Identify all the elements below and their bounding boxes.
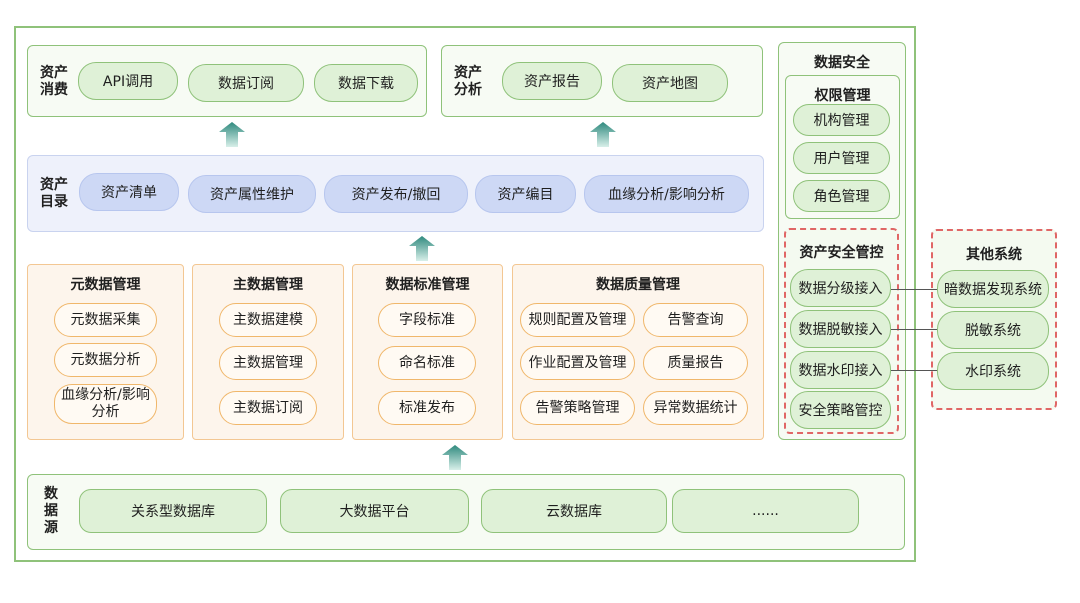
user-manage-pill[interactable]: 用户管理	[793, 142, 890, 174]
quality-report-pill[interactable]: 质量报告	[643, 346, 748, 380]
job-config-pill[interactable]: 作业配置及管理	[520, 346, 635, 380]
abnormal-stats-pill[interactable]: 异常数据统计	[643, 391, 748, 425]
asset-catalog-label: 资产 目录	[40, 177, 68, 210]
data-security-title: 数据安全	[814, 55, 870, 71]
cloud-db-pill[interactable]: 云数据库	[481, 489, 667, 533]
masterdata-title: 主数据管理	[233, 277, 303, 293]
connector-line	[891, 289, 937, 290]
up-arrow-icon	[442, 445, 468, 470]
more-sources-pill: ......	[672, 489, 859, 533]
watermark-system-pill[interactable]: 水印系统	[937, 352, 1049, 390]
connector-line	[891, 329, 937, 330]
watermark-access-pill[interactable]: 数据水印接入	[790, 351, 891, 389]
classify-access-pill[interactable]: 数据分级接入	[790, 269, 891, 307]
permission-title: 权限管理	[814, 88, 871, 104]
masterdata-modeling-pill[interactable]: 主数据建模	[219, 303, 317, 337]
field-standard-pill[interactable]: 字段标准	[378, 303, 476, 337]
masterdata-subscribe-pill[interactable]: 主数据订阅	[219, 391, 317, 425]
asset-consume-label: 资产 消费	[40, 65, 68, 98]
standard-title: 数据标准管理	[385, 277, 470, 293]
asset-catalogue-pill[interactable]: 资产编目	[475, 175, 576, 213]
lineage-impact-pill[interactable]: 血缘分析/影响分析	[584, 175, 749, 213]
data-source-label: 数 据 源	[44, 486, 58, 536]
asset-analyze-label: 资产 分析	[454, 65, 482, 98]
api-call-pill[interactable]: API调用	[78, 62, 178, 100]
alert-query-pill[interactable]: 告警查询	[643, 303, 748, 337]
naming-standard-pill[interactable]: 命名标准	[378, 346, 476, 380]
rule-config-pill[interactable]: 规则配置及管理	[520, 303, 635, 337]
asset-list-pill[interactable]: 资产清单	[79, 173, 179, 211]
dark-data-system-pill[interactable]: 暗数据发现系统	[937, 270, 1049, 308]
metadata-title: 元数据管理	[70, 277, 141, 293]
standard-publish-pill[interactable]: 标准发布	[378, 391, 476, 425]
desensitize-system-pill[interactable]: 脱敏系统	[937, 311, 1049, 349]
metadata-collect-pill[interactable]: 元数据采集	[54, 303, 157, 337]
asset-attribute-pill[interactable]: 资产属性维护	[188, 175, 316, 213]
bigdata-platform-pill[interactable]: 大数据平台	[280, 489, 469, 533]
masterdata-manage-pill[interactable]: 主数据管理	[219, 346, 317, 380]
metadata-analysis-pill[interactable]: 元数据分析	[54, 343, 157, 377]
data-download-pill[interactable]: 数据下载	[314, 64, 418, 102]
asset-report-pill[interactable]: 资产报告	[502, 62, 602, 100]
alert-policy-pill[interactable]: 告警策略管理	[520, 391, 635, 425]
asset-map-pill[interactable]: 资产地图	[612, 64, 728, 102]
data-subscribe-pill[interactable]: 数据订阅	[188, 64, 304, 102]
relational-db-pill[interactable]: 关系型数据库	[79, 489, 267, 533]
up-arrow-icon	[409, 236, 435, 261]
quality-title: 数据质量管理	[596, 277, 680, 293]
up-arrow-icon	[590, 122, 616, 147]
other-systems-title: 其他系统	[966, 247, 1022, 263]
security-policy-pill[interactable]: 安全策略管控	[790, 391, 891, 429]
asset-security-title: 资产安全管控	[799, 245, 884, 261]
role-manage-pill[interactable]: 角色管理	[793, 180, 890, 212]
connector-line	[891, 370, 937, 371]
up-arrow-icon	[219, 122, 245, 147]
desensitize-access-pill[interactable]: 数据脱敏接入	[790, 310, 891, 348]
org-manage-pill[interactable]: 机构管理	[793, 104, 890, 136]
asset-publish-pill[interactable]: 资产发布/撤回	[324, 175, 468, 213]
metadata-lineage-pill[interactable]: 血缘分析/影响 分析	[54, 384, 157, 424]
